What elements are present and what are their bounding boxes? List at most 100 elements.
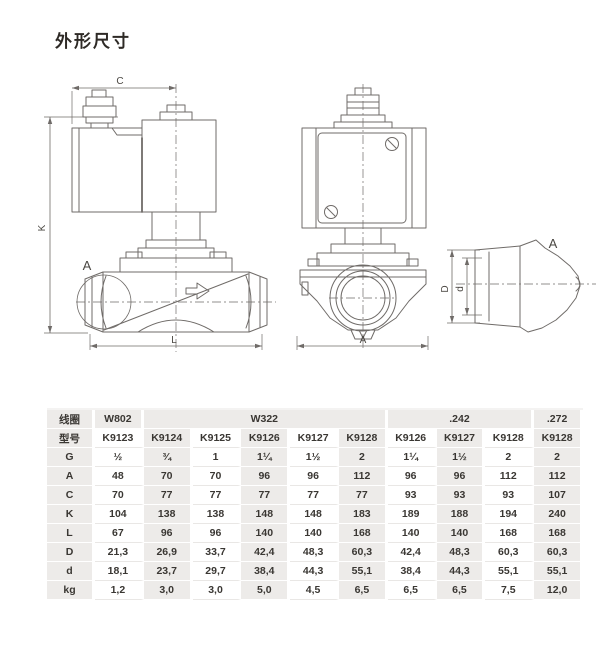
value-cell: 77 [192,486,242,505]
value-cell: 77 [143,486,193,505]
value-cell: 38,4 [241,562,291,581]
page-title: 外形尺寸 [55,32,131,51]
value-cell: 1¼ [241,448,291,467]
value-cell: 1¼ [387,448,437,467]
coil-group-header: .242 [387,410,535,429]
value-cell: 107 [534,486,583,505]
value-cell: 55,1 [485,562,535,581]
value-cell: 168 [534,524,583,543]
value-cell: 12,0 [534,581,583,600]
value-cell: 138 [143,505,193,524]
value-cell: 70 [95,486,144,505]
coil-group-header: .272 [534,410,583,429]
value-cell: 104 [95,505,144,524]
value-cell: 96 [241,467,291,486]
value-cell: 44,3 [290,562,339,581]
value-cell: 60,3 [485,543,535,562]
value-cell: 93 [436,486,486,505]
value-cell: 194 [485,505,535,524]
model-header-cell: K9126 [241,429,291,448]
value-cell: 23,7 [143,562,193,581]
value-cell: 93 [485,486,535,505]
value-cell: 1,2 [95,581,144,600]
value-cell: 18,1 [95,562,144,581]
dim-label-outer-d: D [440,285,451,292]
value-cell: 6,5 [436,581,486,600]
model-header-cell: K9127 [436,429,486,448]
model-header-cell: K9127 [290,429,339,448]
value-cell: 33,7 [192,543,242,562]
value-cell: 112 [338,467,388,486]
value-cell: ¾ [143,448,193,467]
value-cell: 77 [241,486,291,505]
detail-view-drawing: A D d [440,236,596,333]
value-cell: 42,4 [387,543,437,562]
technical-drawings: C K [37,76,596,352]
valve-body-front [299,264,427,340]
value-cell: 168 [485,524,535,543]
row-label-cell: A [47,467,95,486]
dim-label-k: K [37,224,48,231]
value-cell: 1 [192,448,242,467]
side-view-drawing: C K [37,76,276,352]
value-cell: 6,5 [338,581,388,600]
value-cell: 48,3 [436,543,486,562]
value-cell: 112 [534,467,583,486]
row-label-cell: d [47,562,95,581]
value-cell: 26,9 [143,543,193,562]
value-cell: 77 [338,486,388,505]
value-cell: 2 [485,448,535,467]
value-cell: 67 [95,524,144,543]
dim-label-inner-d: d [455,286,466,292]
value-cell: 38,4 [387,562,437,581]
value-cell: 48,3 [290,543,339,562]
value-cell: ½ [95,448,144,467]
cable-gland [82,89,117,129]
value-cell: 183 [338,505,388,524]
value-cell: 70 [192,467,242,486]
value-cell: 240 [534,505,583,524]
row-label-cell: C [47,486,95,505]
value-cell: 148 [241,505,291,524]
value-cell: 7,5 [485,581,535,600]
table-corner-coil: 线圈 [47,410,95,429]
value-cell: 2 [338,448,388,467]
value-cell: 96 [192,524,242,543]
model-header-cell: K9124 [143,429,193,448]
valve-body-side [76,271,276,333]
value-cell: 96 [436,467,486,486]
value-cell: 60,3 [534,543,583,562]
flow-arrow-icon [185,282,210,300]
value-cell: 29,7 [192,562,242,581]
port-profile [474,239,581,333]
value-cell: 21,3 [95,543,144,562]
value-cell: 140 [387,524,437,543]
model-header-cell: K9123 [95,429,144,448]
value-cell: 70 [143,467,193,486]
value-cell: 188 [436,505,486,524]
value-cell: 55,1 [338,562,388,581]
value-cell: 1½ [436,448,486,467]
coil-side [71,127,143,213]
table-corner-model: 型号 [47,429,95,448]
screw-icon [385,137,399,151]
row-label-cell: K [47,505,95,524]
row-label-cell: L [47,524,95,543]
value-cell: 140 [290,524,339,543]
value-cell: 112 [485,467,535,486]
value-cell: 4,5 [290,581,339,600]
value-cell: 44,3 [436,562,486,581]
value-cell: 168 [338,524,388,543]
row-label-cell: kg [47,581,95,600]
value-cell: 140 [436,524,486,543]
